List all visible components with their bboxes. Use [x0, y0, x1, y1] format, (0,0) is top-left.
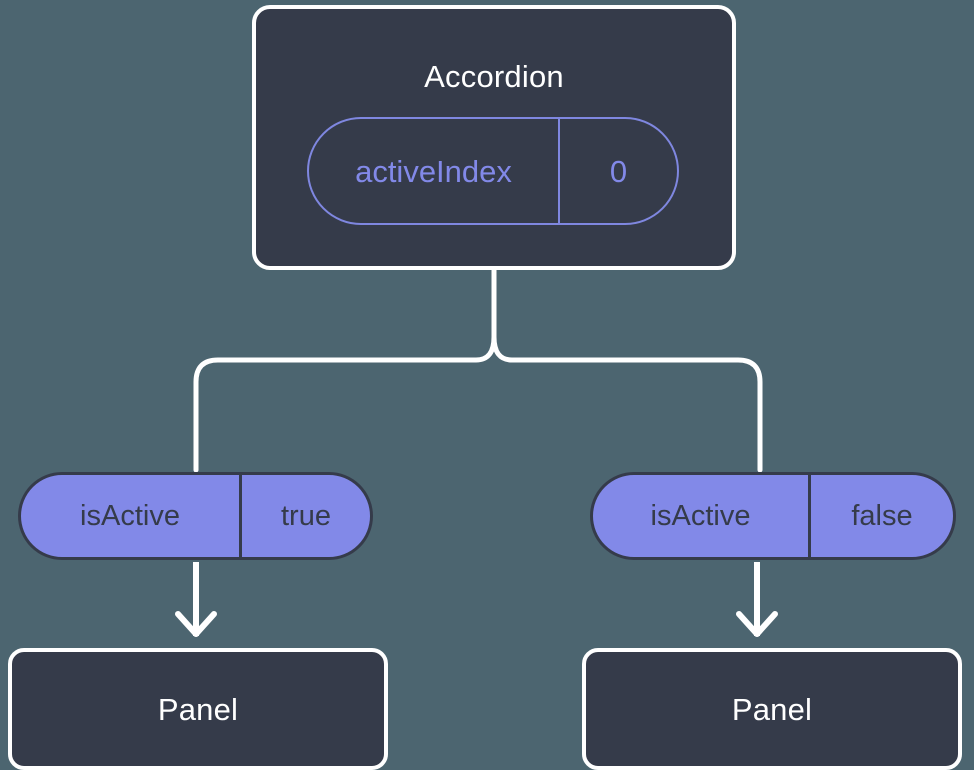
node-accordion-title: Accordion	[424, 59, 564, 94]
prop-badge-key: isActive	[21, 475, 242, 557]
arrow-head-right-icon	[736, 611, 778, 637]
prop-badge-value: false	[851, 499, 913, 532]
prop-badge-key: isActive	[593, 475, 811, 557]
node-panel-right[interactable]: Panel	[582, 648, 962, 770]
state-badge-active-index[interactable]: activeIndex 0	[307, 117, 679, 225]
prop-badge-is-active-false[interactable]: isActive false	[590, 472, 956, 560]
state-badge-key: activeIndex	[309, 119, 560, 223]
prop-badge-value: true	[281, 499, 331, 532]
node-panel-left-title: Panel	[157, 691, 239, 727]
state-badge-value: 0	[609, 153, 628, 189]
prop-badge-is-active-true[interactable]: isActive true	[18, 472, 373, 560]
arrow-head-left-icon	[175, 611, 217, 637]
connector-root-to-left-branch	[193, 267, 497, 473]
node-panel-left[interactable]: Panel	[8, 648, 388, 770]
node-panel-right-title: Panel	[731, 691, 813, 727]
connector-root-to-right-branch	[491, 267, 763, 473]
